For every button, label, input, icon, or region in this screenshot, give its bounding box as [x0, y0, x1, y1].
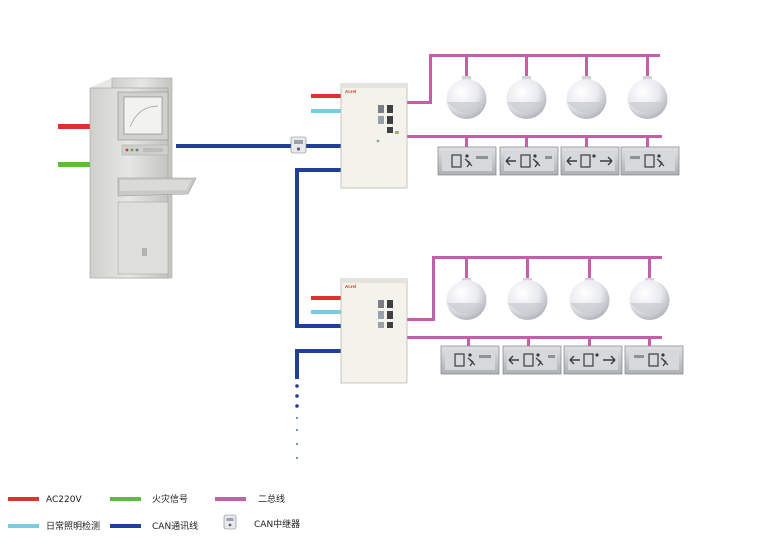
exit-sign-4: [620, 146, 680, 176]
monitoring-host-cabinet: [89, 77, 197, 279]
legend-label-daily: 日常照明检测: [46, 520, 100, 532]
host-screen: [123, 96, 163, 135]
distribution-panel-1: Acrel: [340, 83, 408, 189]
legend-item-repeater: CAN中继器: [223, 514, 300, 530]
distribution-panel-2: Acrel: [340, 278, 408, 384]
can-bus-lines: [176, 144, 342, 379]
legend-swatch-daily: [8, 524, 39, 528]
can-line-continuation-dots: [295, 384, 299, 459]
bus-wiring-group-1: [404, 54, 662, 148]
emergency-lamp-5: [446, 278, 487, 320]
legend-item-bus: 二总线: [215, 493, 285, 505]
legend-item-ac220v: AC220V: [8, 495, 82, 505]
exit-sign-7: [563, 345, 623, 375]
can-repeater-device: [290, 136, 307, 154]
legend-label-can: CAN通讯线: [152, 520, 198, 532]
legend-item-can: CAN通讯线: [110, 520, 198, 532]
emergency-lamp-7: [569, 278, 610, 320]
legend-label-fire: 火灾信号: [152, 493, 188, 505]
fire-signal-input-line: [58, 162, 92, 167]
emergency-lamp-4: [627, 76, 668, 119]
exit-sign-8: [624, 345, 684, 375]
panel2-brand: Acrel: [345, 284, 356, 289]
ac220v-input-line: [58, 124, 92, 129]
exit-sign-5: [440, 345, 500, 375]
legend-swatch-bus: [215, 497, 246, 501]
exit-sign-1: [437, 146, 497, 176]
panel1-ac220v-line: [311, 94, 342, 98]
legend-swatch-fire: [110, 497, 141, 501]
legend-swatch-ac220v: [8, 497, 39, 501]
exit-sign-6: [502, 345, 562, 375]
emergency-lamp-2: [506, 76, 547, 119]
legend-label-bus: 二总线: [258, 493, 285, 505]
emergency-lamp-6: [507, 278, 548, 320]
legend-label-repeater: CAN中继器: [254, 518, 300, 530]
panel2-daily-lighting-line: [311, 310, 342, 314]
emergency-lamp-3: [566, 76, 607, 119]
legend-item-daily: 日常照明检测: [8, 520, 100, 532]
emergency-lamp-1: [446, 76, 487, 119]
emergency-lamp-8: [629, 278, 670, 320]
exit-sign-3: [560, 146, 620, 176]
panel1-brand: Acrel: [345, 89, 356, 94]
legend-item-fire: 火灾信号: [110, 493, 188, 505]
legend: AC220V 火灾信号 二总线 日常照明检测 CAN通讯线 CAN中继器: [8, 493, 300, 532]
legend-label-ac220v: AC220V: [46, 495, 82, 505]
panel2-ac220v-line: [311, 296, 342, 300]
panel1-daily-lighting-line: [311, 109, 342, 113]
exit-sign-2: [499, 146, 559, 176]
legend-swatch-can: [110, 524, 141, 528]
bus-wiring-group-2: [404, 256, 662, 348]
can-repeater-icon: [223, 514, 237, 530]
